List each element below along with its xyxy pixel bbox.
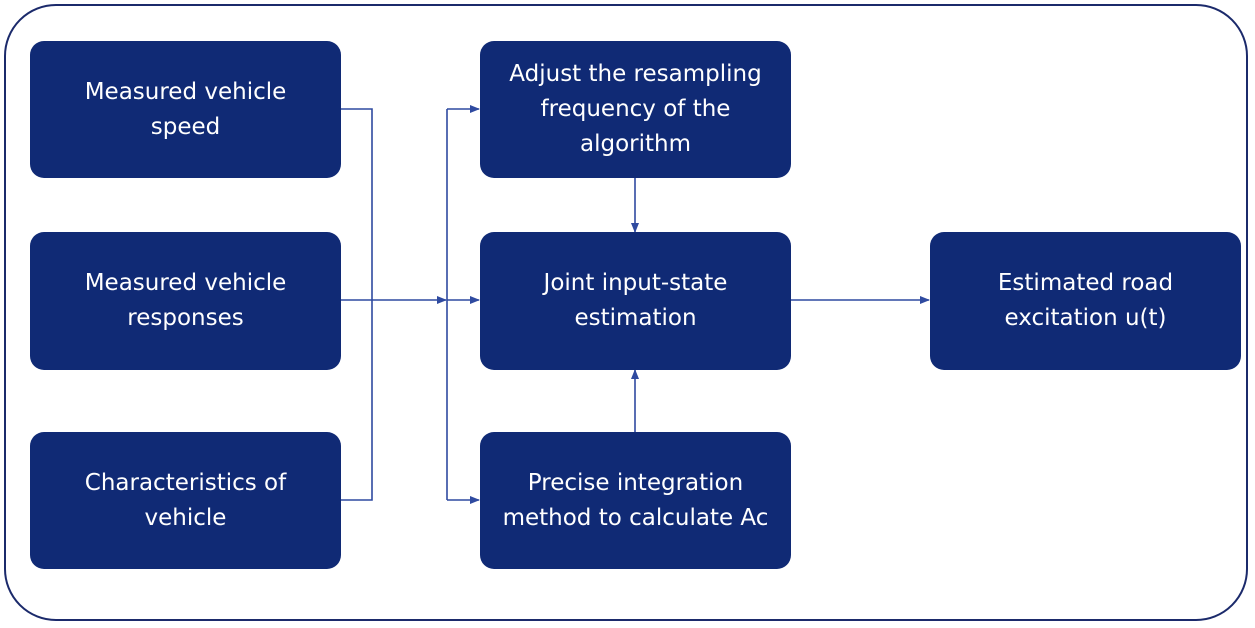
node-label: Estimated road excitation u(t) (997, 270, 1174, 331)
node-label: Joint input-state estimation (543, 270, 728, 331)
node-adjust-resampling-frequency: Adjust the resampling frequency of the a… (480, 41, 791, 178)
node-label: Characteristics of vehicle (84, 469, 287, 531)
node-label: Precise integration method to calculate … (502, 469, 769, 531)
outer-frame (4, 4, 1248, 621)
node-estimated-road-excitation: Estimated road excitation u(t) (930, 232, 1241, 370)
node-measured-vehicle-speed: Measured vehicle speed (30, 41, 341, 178)
node-label: Measured vehicle speed (84, 78, 287, 140)
node-label: Adjust the resampling frequency of the a… (509, 61, 762, 157)
node-characteristics-of-vehicle: Characteristics of vehicle (30, 432, 341, 569)
connector-characteristics-to-bus (341, 300, 373, 501)
node-precise-integration-method: Precise integration method to calculate … (480, 432, 791, 569)
node-joint-input-state-estimation: Joint input-state estimation (480, 232, 791, 370)
node-measured-vehicle-responses: Measured vehicle responses (30, 232, 341, 370)
connector-speed-to-bus (341, 108, 373, 300)
node-label: Measured vehicle responses (84, 270, 287, 331)
